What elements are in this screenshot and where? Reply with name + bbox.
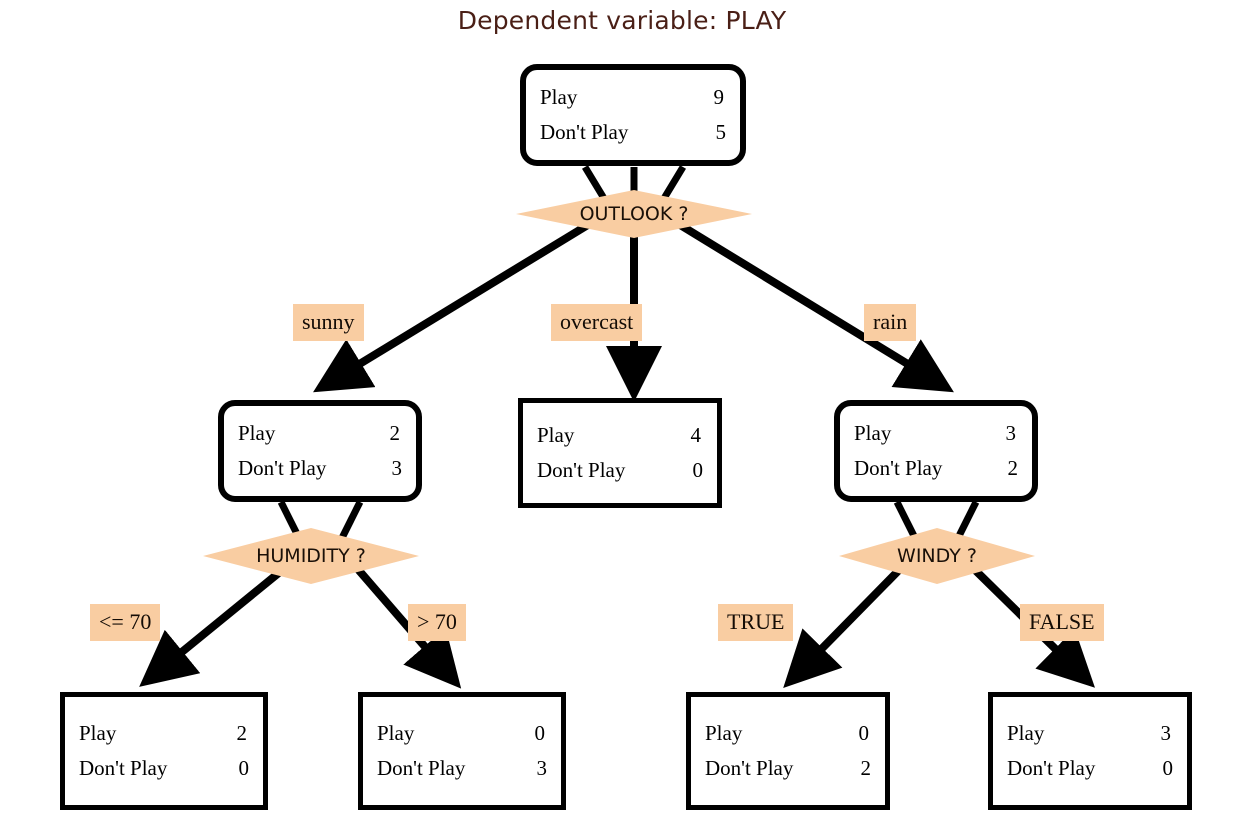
node-overcast-dontplay-row: Don't Play 0 <box>523 460 717 481</box>
decision-outlook[interactable]: OUTLOOK ? <box>516 190 752 238</box>
node-sunny-play-label: Play <box>238 421 276 445</box>
decision-humidity[interactable]: HUMIDITY ? <box>203 528 419 584</box>
node-hum-le70-play-row: Play 2 <box>65 723 263 744</box>
node-sunny[interactable]: Play 2 Don't Play 3 <box>218 400 422 502</box>
node-windy-false-dontplay-label: Don't Play <box>1007 756 1096 780</box>
node-hum-gt70-dontplay-value: 3 <box>536 756 548 780</box>
edge-rain-to-windy <box>893 500 980 542</box>
node-sunny-dontplay-row: Don't Play 3 <box>224 458 416 479</box>
page-title: Dependent variable: PLAY <box>457 6 787 35</box>
edge-label-windy-false: FALSE <box>1020 604 1104 641</box>
node-sunny-play-row: Play 2 <box>224 423 416 444</box>
decision-windy[interactable]: WINDY ? <box>839 528 1035 584</box>
node-windy-false-play-value: 3 <box>1160 721 1172 745</box>
node-overcast-play-value: 4 <box>690 423 702 447</box>
node-hum-gt70-dontplay-label: Don't Play <box>377 756 466 780</box>
node-hum-le70-dontplay-value: 0 <box>238 756 250 780</box>
node-root[interactable]: Play 9 Don't Play 5 <box>520 64 746 166</box>
node-windy-false-play-row: Play 3 <box>993 723 1187 744</box>
decision-windy-label: WINDY ? <box>897 545 977 567</box>
edge-label-humidity-gt70: > 70 <box>408 604 466 641</box>
node-rain-dontplay-label: Don't Play <box>854 456 943 480</box>
node-root-dontplay-row: Don't Play 5 <box>526 122 740 143</box>
edge-outlook-rain <box>669 216 954 393</box>
edge-humidity-gt70 <box>352 564 462 689</box>
node-windy-false-play-label: Play <box>1007 721 1045 745</box>
node-hum-gt70-play-label: Play <box>377 721 415 745</box>
node-humidity-gt70-leaf[interactable]: Play 0 Don't Play 3 <box>358 692 566 810</box>
node-windy-true-leaf[interactable]: Play 0 Don't Play 2 <box>686 692 890 810</box>
node-root-dontplay-value: 5 <box>715 120 727 144</box>
node-root-play-row: Play 9 <box>526 87 740 108</box>
node-hum-le70-play-value: 2 <box>236 721 248 745</box>
node-overcast-leaf[interactable]: Play 4 Don't Play 0 <box>518 398 722 508</box>
node-overcast-dontplay-label: Don't Play <box>537 458 626 482</box>
diamond-shape-icon <box>203 528 419 584</box>
node-rain-dontplay-value: 2 <box>1007 456 1019 480</box>
node-hum-gt70-play-value: 0 <box>534 721 546 745</box>
node-rain-play-value: 3 <box>1005 421 1017 445</box>
edge-label-overcast: overcast <box>551 304 643 341</box>
edge-windy-true <box>783 564 905 688</box>
edge-label-sunny: sunny <box>293 304 364 341</box>
node-windy-true-play-row: Play 0 <box>691 723 885 744</box>
node-humidity-le70-leaf[interactable]: Play 2 Don't Play 0 <box>60 692 268 810</box>
edge-outlook-sunny <box>313 216 599 393</box>
node-hum-gt70-play-row: Play 0 <box>363 723 561 744</box>
edge-label-humidity-le70: <= 70 <box>90 604 161 641</box>
node-windy-true-dontplay-row: Don't Play 2 <box>691 758 885 779</box>
node-hum-le70-dontplay-row: Don't Play 0 <box>65 758 263 779</box>
edge-label-windy-true: TRUE <box>718 604 794 641</box>
decision-outlook-label: OUTLOOK ? <box>579 203 689 225</box>
node-sunny-dontplay-value: 3 <box>391 456 403 480</box>
edge-humidity-le70 <box>139 563 289 687</box>
node-root-dontplay-label: Don't Play <box>540 120 629 144</box>
node-root-play-label: Play <box>540 85 578 109</box>
node-windy-true-play-value: 0 <box>858 721 870 745</box>
node-windy-false-leaf[interactable]: Play 3 Don't Play 0 <box>988 692 1192 810</box>
node-windy-false-dontplay-value: 0 <box>1162 756 1174 780</box>
node-rain-dontplay-row: Don't Play 2 <box>840 458 1032 479</box>
node-sunny-play-value: 2 <box>389 421 401 445</box>
node-root-play-value: 9 <box>713 85 725 109</box>
decision-humidity-label: HUMIDITY ? <box>256 545 366 567</box>
node-windy-true-dontplay-value: 2 <box>860 756 872 780</box>
node-windy-false-dontplay-row: Don't Play 0 <box>993 758 1187 779</box>
node-overcast-dontplay-value: 0 <box>692 458 704 482</box>
node-rain-play-label: Play <box>854 421 892 445</box>
node-sunny-dontplay-label: Don't Play <box>238 456 327 480</box>
node-rain[interactable]: Play 3 Don't Play 2 <box>834 400 1038 502</box>
node-overcast-play-label: Play <box>537 423 575 447</box>
node-windy-true-play-label: Play <box>705 721 743 745</box>
node-hum-le70-dontplay-label: Don't Play <box>79 756 168 780</box>
edge-label-rain: rain <box>864 304 917 341</box>
node-overcast-play-row: Play 4 <box>523 425 717 446</box>
node-windy-true-dontplay-label: Don't Play <box>705 756 794 780</box>
node-rain-play-row: Play 3 <box>840 423 1032 444</box>
diamond-shape-icon <box>839 528 1035 584</box>
node-hum-gt70-dontplay-row: Don't Play 3 <box>363 758 561 779</box>
diamond-shape-icon <box>516 190 752 238</box>
node-hum-le70-play-label: Play <box>79 721 117 745</box>
